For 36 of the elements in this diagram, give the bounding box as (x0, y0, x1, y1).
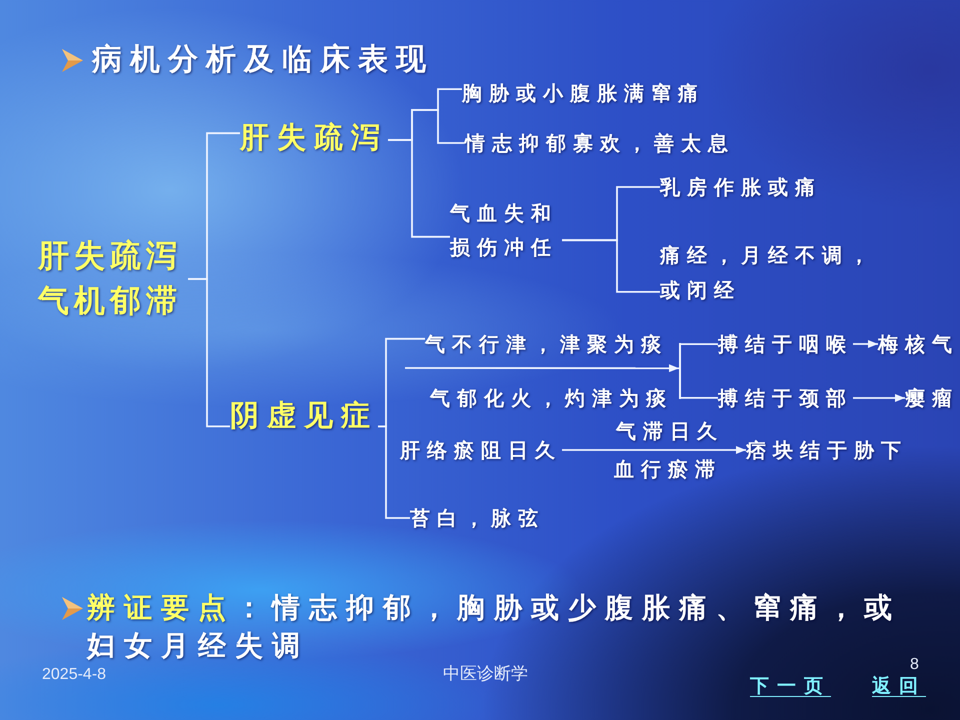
tree-item-text: 痛经，月经不调，或闭经 (660, 238, 880, 308)
back-link: 返回 (872, 674, 926, 699)
slide-title: 病机分析及临床表现 (92, 41, 434, 79)
annotation-text: 血行瘀滞 (614, 456, 722, 482)
arrow (562, 446, 746, 454)
arrow (405, 364, 679, 372)
tree-item-text: 胸胁或小腹胀满窜痛 (462, 80, 705, 106)
bracket-line (388, 139, 450, 238)
tree-item-text: 气不行津，津聚为痰 (425, 331, 668, 357)
tree-item-text: 气血失和损伤冲任 (450, 196, 562, 264)
branch-heading: 肝失疏泻 (240, 118, 388, 156)
tree-item-text: 瘿瘤 (905, 385, 959, 411)
tree-item-text: 情志抑郁寡欢，善太息 (465, 130, 735, 156)
bracket-line (562, 239, 660, 293)
annotation-text: 气滞日久 (616, 418, 724, 444)
next-page-link: 下一页 (750, 674, 831, 699)
date-text: 2025-4-8 (42, 666, 106, 683)
tree-item-text: 搏结于颈部 (718, 385, 853, 411)
tree-item-text: 气郁化火，灼津为痰 (430, 385, 673, 411)
bracket-line (378, 426, 410, 519)
bracket-line (681, 343, 718, 345)
arrow (853, 394, 905, 402)
tree-item-text: 搏结于咽喉 (718, 331, 853, 357)
root-heading: 肝失疏泻气机郁滞 (38, 234, 188, 324)
tree-item-text: 痞块结于胁下 (746, 437, 908, 463)
bracket-line (681, 397, 718, 399)
tree-item-text: 苔白，脉弦 (410, 505, 545, 531)
tree-item-text: 乳房作胀或痛 (660, 174, 822, 200)
course-name-text: 中医诊断学 (443, 665, 528, 682)
arrow (853, 340, 878, 348)
bracket-line (188, 278, 230, 428)
key-point-text: 辨证要点：情志抑郁，胸胁或少腹胀痛、窜痛，或妇女月经失调 (87, 590, 902, 664)
tree-item-text: 肝络瘀阻日久 (400, 437, 562, 463)
branch-heading: 阴虚见症 (230, 396, 378, 434)
page-number: 8 (910, 656, 919, 673)
tree-item-text: 梅核气 (878, 331, 959, 357)
